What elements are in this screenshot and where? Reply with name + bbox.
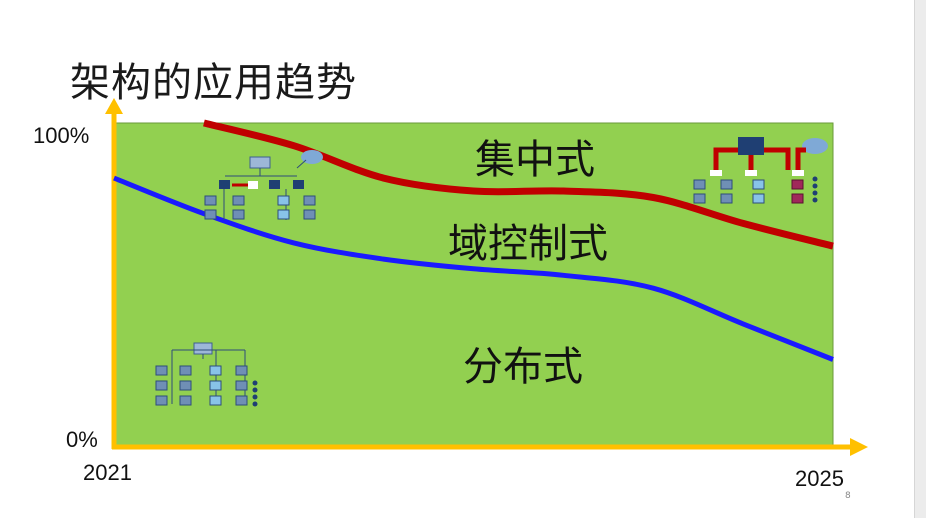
domain-boundary-line (113, 175, 834, 362)
plot-area (113, 122, 834, 448)
region-label-distributed: 分布式 (463, 344, 583, 390)
x-tick-2021: 2021 (83, 460, 132, 485)
y-axis-arrow (105, 98, 123, 114)
y-tick-100: 100% (33, 123, 89, 148)
region-label-domain: 域控制式 (448, 221, 608, 267)
page-number: 8 (845, 491, 851, 501)
centralized-architecture-icon (693, 137, 828, 204)
region-label-centralized: 集中式 (475, 137, 595, 183)
centralized-boundary-line (203, 119, 834, 250)
x-axis-arrow (850, 438, 868, 456)
slide-right-edge-overlay (914, 0, 926, 518)
slide-title: 架构的应用趋势 (70, 60, 357, 106)
distributed-architecture-icon (155, 342, 258, 407)
y-tick-0: 0% (66, 427, 98, 452)
domain-architecture-icon (204, 150, 323, 220)
x-tick-2025: 2025 (795, 466, 844, 491)
